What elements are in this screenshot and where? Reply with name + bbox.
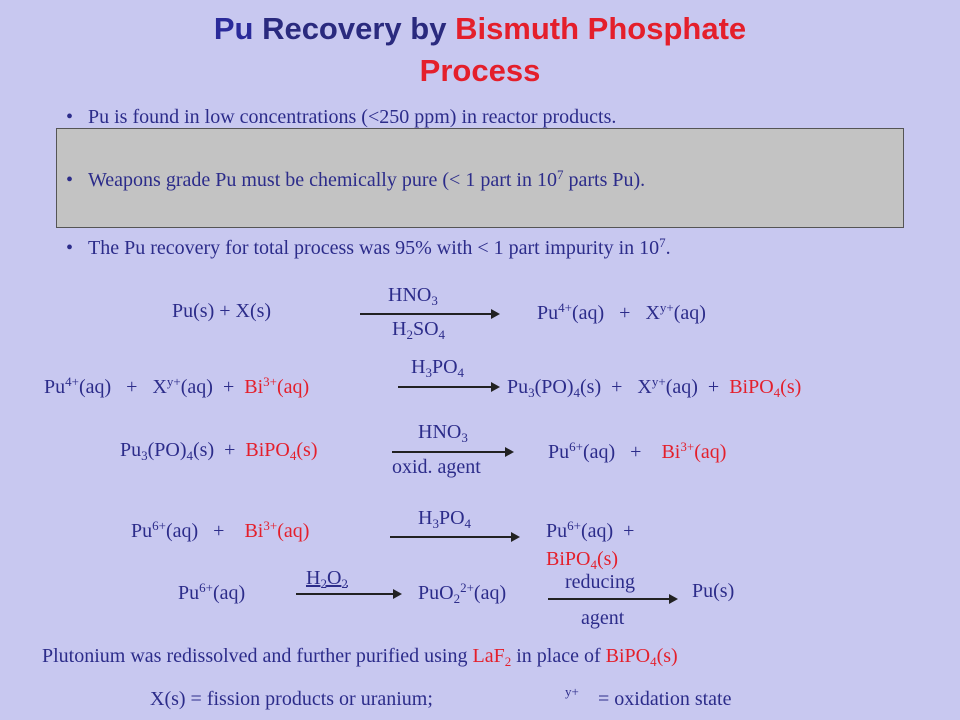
reaction-5-arrow-1 <box>296 590 402 598</box>
footnote-oxidation-state: = oxidation state <box>598 688 732 710</box>
reaction-5-middle: PuO22+(aq) <box>418 580 507 606</box>
bullet-3: •The Pu recovery for total process was 9… <box>66 235 671 259</box>
page-title-line2: Process <box>419 53 541 88</box>
reaction-5-cond-bottom: agent <box>581 607 625 629</box>
reaction-4-arrow <box>390 533 520 541</box>
reaction-1-cond-bottom: H2SO4 <box>392 318 446 342</box>
reaction-2-cond: H3PO4 <box>411 356 465 380</box>
reaction-5-cond-top: reducing <box>565 571 635 593</box>
reaction-1-cond-top: HNO3 <box>388 284 438 308</box>
reaction-1-left: Pu(s) + X(s) <box>172 300 272 322</box>
reaction-4-right-bipo4: BiPO4(s) <box>546 548 619 572</box>
page-title: Pu Recovery by Bismuth Phosphate <box>0 10 960 48</box>
reaction-2-arrow <box>398 383 500 391</box>
title-pu: Pu <box>213 11 254 46</box>
footnote-purification: Plutonium was redissolved and further pu… <box>42 645 678 669</box>
footnote-yplus: y+ <box>565 684 579 699</box>
reaction-5-right: Pu(s) <box>692 580 735 602</box>
reaction-3-cond-top: HNO3 <box>418 421 468 445</box>
reaction-2-right: Pu3(PO)4(s) + Xy+(aq) + BiPO4(s) <box>507 374 802 400</box>
reaction-1-right: Pu4+(aq) + Xy+(aq) <box>537 300 706 324</box>
reaction-3-right: Pu6+(aq) + Bi3+(aq) <box>548 439 727 463</box>
reaction-3-cond-bottom: oxid. agent <box>392 456 481 478</box>
title-middle: Recovery by <box>253 11 456 46</box>
reaction-3-arrow <box>392 448 514 456</box>
bullet-2: •Weapons grade Pu must be chemically pur… <box>66 167 646 191</box>
reaction-4-cond: H3PO4 <box>418 507 472 531</box>
bullet-1: •Pu is found in low concentrations (<250… <box>66 106 617 128</box>
reaction-3-left: Pu3(PO)4(s) + BiPO4(s) <box>120 439 318 463</box>
reaction-5-left: Pu6+(aq) <box>178 580 246 604</box>
bullet-dot: • <box>66 237 74 259</box>
bullet-dot: • <box>66 106 74 128</box>
reaction-5-arrow-2 <box>548 595 678 603</box>
reaction-2-left: Pu4+(aq) + Xy+(aq) + Bi3+(aq) <box>44 374 310 398</box>
reaction-5-cond: H2O2 <box>306 567 348 591</box>
footnote-x-definition: X(s) = fission products or uranium; <box>150 688 433 710</box>
reaction-1-arrow <box>360 310 500 318</box>
reaction-4-left: Pu6+(aq) + Bi3+(aq) <box>131 518 310 542</box>
bullet-dot: • <box>66 169 74 191</box>
highlight-box <box>56 128 904 228</box>
reaction-4-right: Pu6+(aq) + <box>546 518 635 542</box>
title-highlight: Bismuth Phosphate <box>455 11 747 46</box>
